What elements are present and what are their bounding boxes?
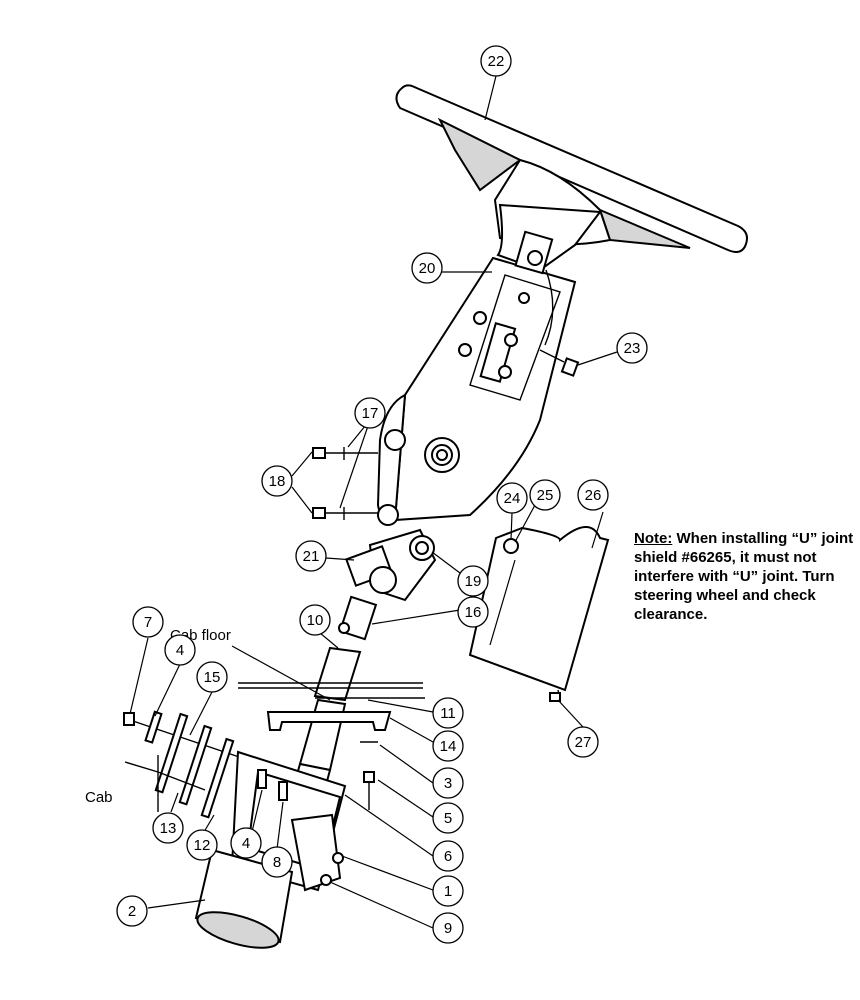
installation-note: Note: When installing “U” joint shield #… [634, 529, 858, 624]
cab-floor [238, 682, 425, 699]
bolt-upper [312, 447, 378, 460]
callout-8: 8 [261, 846, 293, 878]
callout-18: 18 [261, 465, 293, 497]
svg-text:4: 4 [176, 642, 184, 659]
bolt-lower [312, 507, 378, 520]
svg-text:9: 9 [444, 920, 452, 937]
svg-text:3: 3 [444, 775, 452, 792]
callout-20: 20 [411, 252, 443, 284]
callout-22: 22 [480, 45, 512, 77]
svg-text:2: 2 [128, 903, 136, 920]
svg-text:13: 13 [160, 820, 177, 837]
svg-text:22: 22 [488, 53, 505, 70]
u-joint [338, 528, 437, 641]
svg-text:11: 11 [440, 705, 456, 722]
svg-text:10: 10 [307, 612, 324, 629]
svg-text:14: 14 [440, 738, 457, 755]
callout-19: 19 [457, 565, 489, 597]
callout-12: 12 [186, 829, 218, 861]
callout-14: 14 [432, 730, 464, 762]
bolt-5 [363, 771, 375, 810]
floor-plate [266, 711, 392, 731]
callout-1: 1 [432, 875, 464, 907]
callout-21: 21 [295, 540, 327, 572]
svg-text:20: 20 [419, 260, 436, 277]
callout-4-upper: 4 [164, 634, 196, 666]
steering-wheel [395, 84, 748, 272]
svg-text:18: 18 [269, 473, 286, 490]
callout-10: 10 [299, 604, 331, 636]
svg-text:16: 16 [465, 604, 482, 621]
note-body: When installing “U” joint shield #66265,… [634, 530, 854, 623]
svg-text:5: 5 [444, 810, 452, 827]
svg-text:27: 27 [575, 734, 592, 751]
svg-text:24: 24 [504, 490, 521, 507]
u-joint-shield [468, 526, 610, 702]
callout-5: 5 [432, 802, 464, 834]
callout-17: 17 [354, 397, 386, 429]
note-heading: Note: [634, 530, 673, 547]
svg-text:1: 1 [444, 883, 452, 900]
svg-text:7: 7 [144, 614, 152, 631]
svg-text:17: 17 [362, 405, 379, 422]
svg-text:8: 8 [273, 854, 281, 871]
callout-25: 25 [529, 479, 561, 511]
callout-7: 7 [132, 606, 164, 638]
callout-24: 24 [496, 482, 528, 514]
callout-13: 13 [152, 812, 184, 844]
svg-text:19: 19 [465, 573, 482, 590]
leader-lines [129, 75, 618, 929]
svg-text:25: 25 [537, 487, 554, 504]
svg-text:26: 26 [585, 487, 602, 504]
callout-2: 2 [116, 895, 148, 927]
callout-11: 11 [432, 697, 464, 729]
callout-4-lower: 4 [230, 827, 262, 859]
callout-27: 27 [567, 726, 599, 758]
callout-3: 3 [432, 767, 464, 799]
callout-16: 16 [457, 596, 489, 628]
svg-text:15: 15 [204, 669, 221, 686]
svg-text:6: 6 [444, 848, 452, 865]
svg-text:12: 12 [194, 837, 211, 854]
callout-6: 6 [432, 840, 464, 872]
cab-wall [124, 755, 206, 812]
svg-text:23: 23 [624, 340, 641, 357]
svg-text:21: 21 [303, 548, 320, 565]
mounting-shims [123, 710, 249, 819]
callout-15: 15 [196, 661, 228, 693]
clip-23 [539, 349, 580, 377]
callout-23: 23 [616, 332, 648, 364]
steering-column [376, 230, 577, 526]
svg-text:4: 4 [242, 835, 250, 852]
cab-label: Cab [85, 789, 113, 806]
callout-26: 26 [577, 479, 609, 511]
callout-9: 9 [432, 912, 464, 944]
